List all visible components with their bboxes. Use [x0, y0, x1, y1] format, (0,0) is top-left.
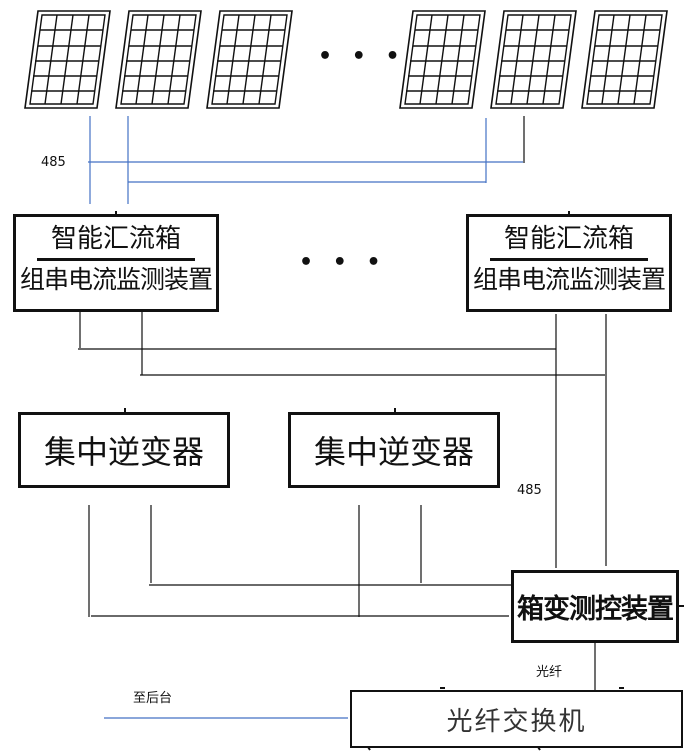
combiner-signal-lines [78, 312, 607, 568]
combiner-ellipsis: • • • [299, 250, 387, 275]
inverter-label: 集中逆变器 [313, 433, 474, 471]
combiner-title: 智能汇流箱 [503, 224, 634, 254]
combiner-title: 智能汇流箱 [50, 224, 181, 254]
solar-panel-icon [399, 10, 486, 109]
combiner-divider [37, 258, 195, 261]
rs485-panel-bus [88, 116, 523, 204]
to-backend-label: 至后台 [133, 691, 173, 706]
box-transformer-monitor-label: 箱变测控装置 [517, 594, 674, 625]
solar-panel-icon [490, 10, 577, 109]
panel-ellipsis: • • • [318, 44, 406, 69]
inverter-signal-lines [88, 505, 511, 617]
smart-combiner-box-2[interactable]: 智能汇流箱 组串电流监测装置 [466, 214, 672, 312]
combiner-subtitle: 组串电流监测装置 [472, 265, 666, 294]
rs485-label-top: 485 [41, 155, 66, 170]
central-inverter-1[interactable]: 集中逆变器 [18, 412, 230, 488]
solar-panel-icon [206, 10, 293, 109]
fiber-switch-label: 光纤交换机 [446, 706, 587, 737]
combiner-divider [490, 258, 648, 261]
solar-panel-icon [24, 10, 111, 109]
central-inverter-2[interactable]: 集中逆变器 [288, 412, 500, 488]
combiner-subtitle: 组串电流监测装置 [19, 265, 213, 294]
rs485-label-mid: 485 [517, 483, 542, 498]
solar-panel-icon [115, 10, 202, 109]
inverter-label: 集中逆变器 [43, 433, 204, 471]
smart-combiner-box-1[interactable]: 智能汇流箱 组串电流监测装置 [13, 214, 219, 312]
fiber-switch[interactable]: 光纤交换机 [350, 690, 683, 748]
solar-panel-icon [581, 10, 668, 109]
fiber-label: 光纤 [536, 665, 563, 680]
box-transformer-monitor[interactable]: 箱变测控装置 [511, 570, 679, 643]
